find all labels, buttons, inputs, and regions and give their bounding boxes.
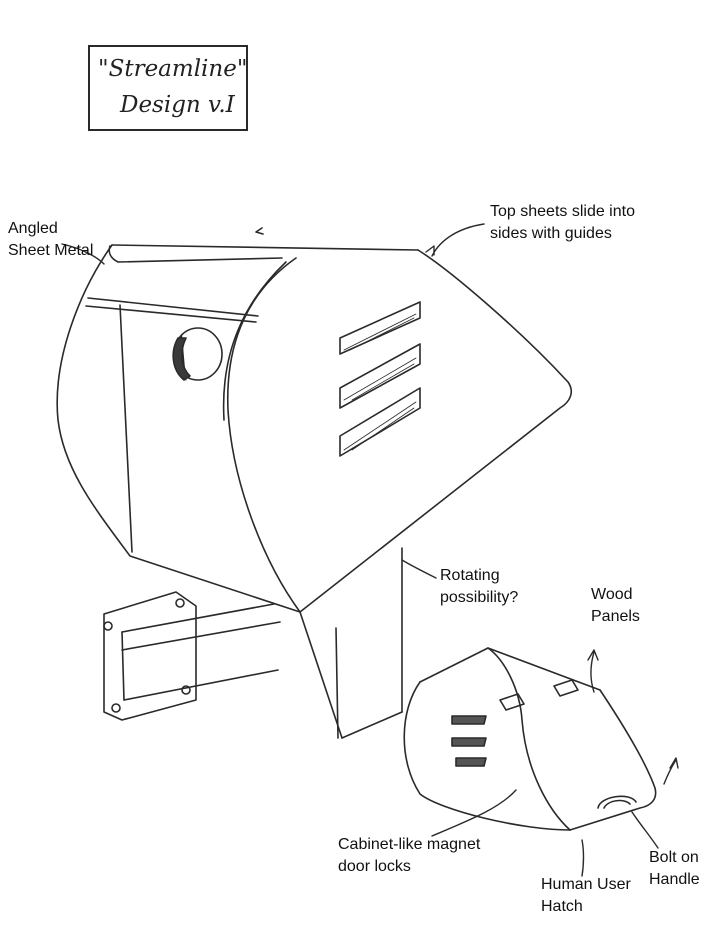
- title-line-1: "Streamline": [98, 56, 248, 82]
- hatch-unit: [403, 647, 657, 831]
- main-housing: [56, 227, 572, 613]
- label-top-sheets-line2: sides with guides: [490, 225, 612, 242]
- label-bolt-handle-line1: Bolt on: [649, 849, 699, 866]
- wall-bracket: [103, 591, 281, 721]
- porthole: [172, 327, 223, 381]
- label-rotating-line2: possibility?: [440, 589, 519, 606]
- title-box: [88, 45, 248, 131]
- label-cabinet-locks-line2: door locks: [338, 858, 411, 875]
- title-line-2: Design v.I: [120, 92, 235, 118]
- label-wood-panels-line2: Panels: [591, 608, 640, 625]
- label-rotating-line1: Rotating: [440, 567, 500, 584]
- label-wood-panels-line1: Wood: [591, 586, 633, 603]
- label-top-sheets-line1: Top sheets slide into: [490, 203, 635, 220]
- label-angled-sheet-metal-line2: Sheet Metal: [8, 242, 94, 259]
- label-human-hatch-line2: Hatch: [541, 898, 583, 915]
- label-bolt-handle-line2: Handle: [649, 871, 700, 888]
- leader-lines: [61, 223, 679, 877]
- main-vents: [339, 301, 421, 457]
- label-angled-sheet-metal-line1: Angled: [8, 220, 58, 237]
- label-cabinet-locks-line1: Cabinet-like magnet: [338, 836, 481, 853]
- label-human-hatch-line1: Human User: [541, 876, 631, 893]
- stand-post: [299, 547, 403, 739]
